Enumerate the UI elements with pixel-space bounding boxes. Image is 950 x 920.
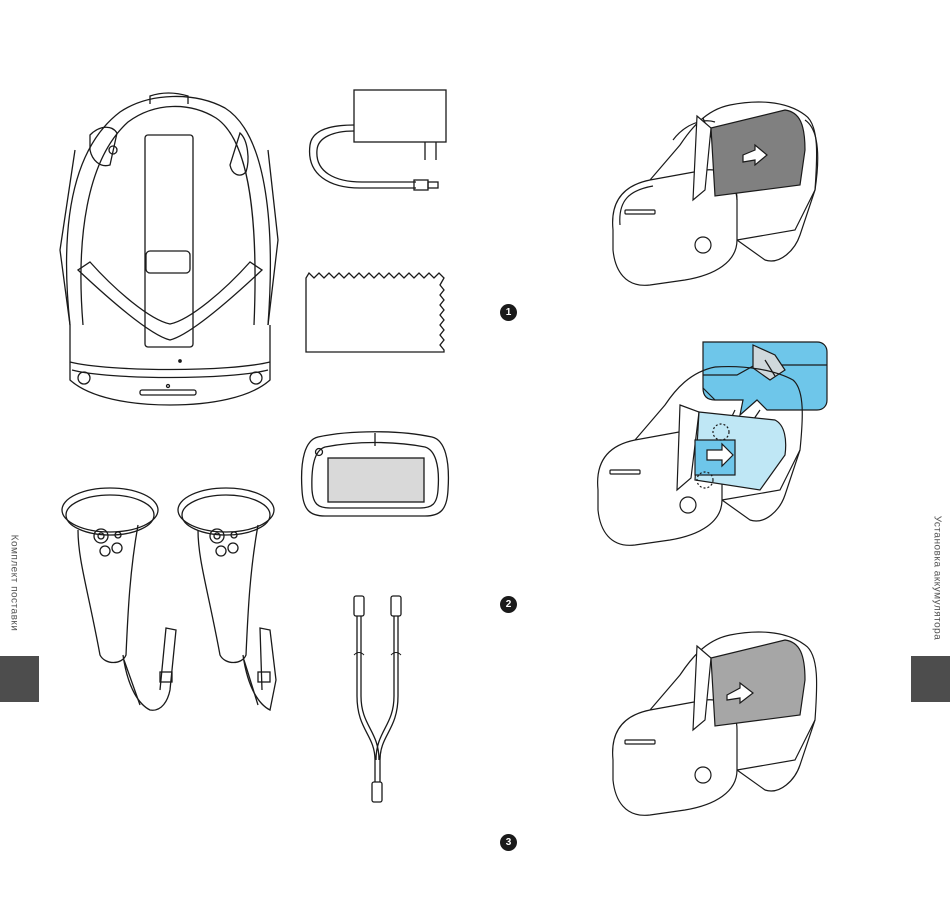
section-tab: [0, 656, 39, 702]
step-number-badge: 3: [500, 834, 517, 851]
close-battery-cover-icon: [475, 0, 950, 920]
section-tab: [911, 656, 950, 702]
section-title: Комплект поставки: [9, 535, 20, 632]
usb-c-splitter-cable-icon: [0, 0, 475, 920]
package-contents-page: Комплект поставки: [0, 0, 475, 920]
section-title: Установка аккумулятора: [932, 516, 943, 641]
battery-installation-page: 1 2 3 Установка аккумулятора: [475, 0, 950, 920]
